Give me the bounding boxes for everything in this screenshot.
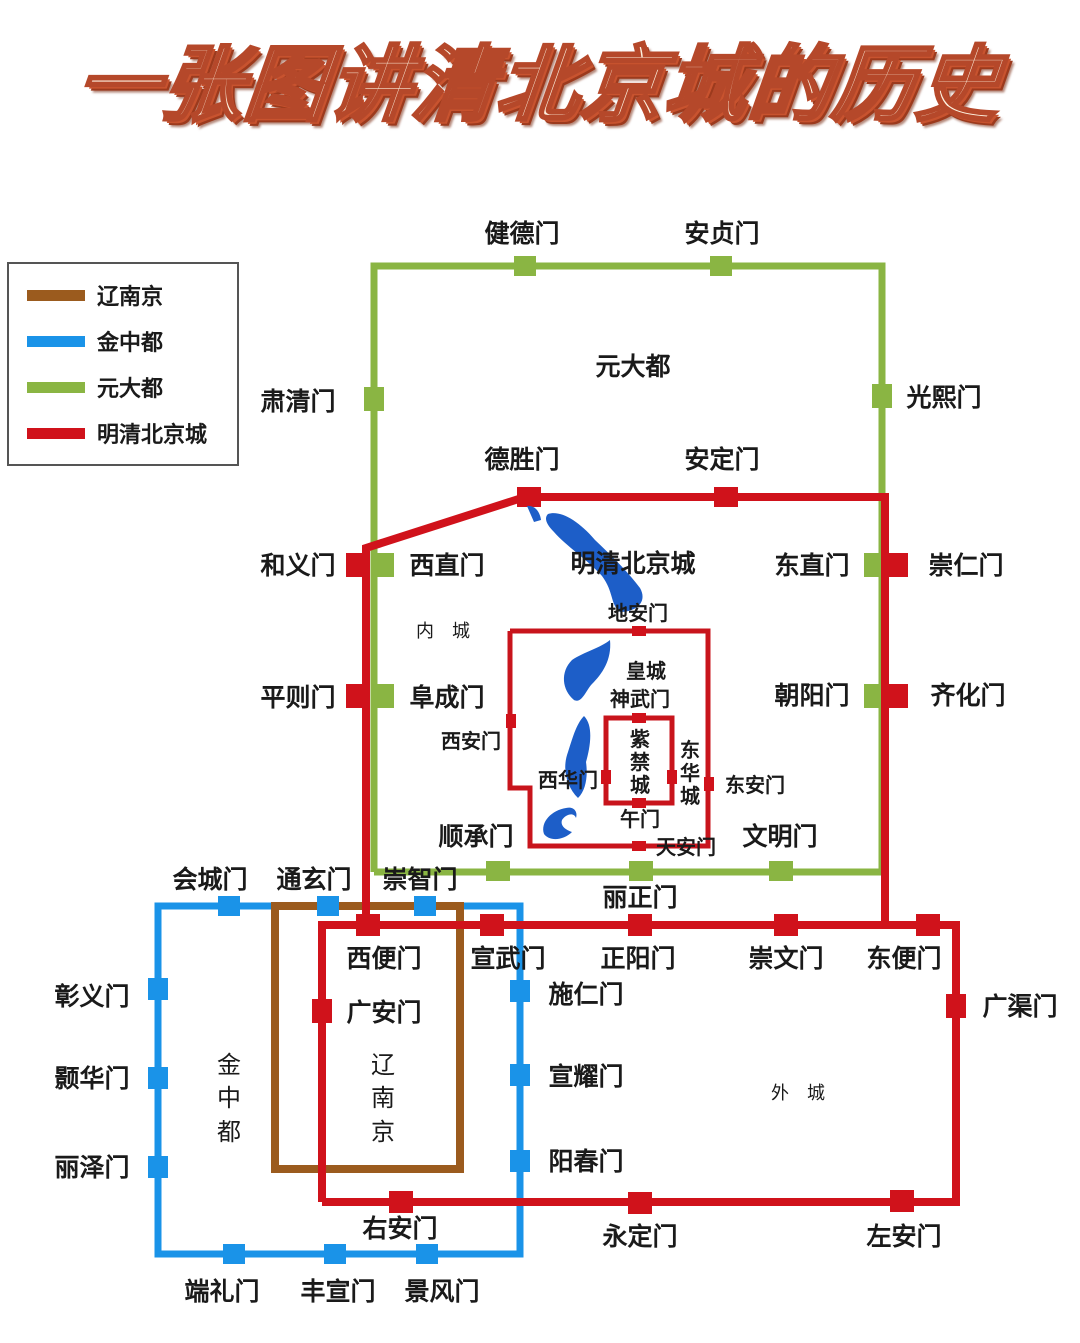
area-label-forbidden-city: 紫 禁 城 [630,727,650,797]
gate-label: 崇文门 [748,944,823,973]
gate-label: 肃清门 [260,387,335,416]
gate-label: 东直门 [774,551,849,580]
gate-label: 东安门 [725,773,785,797]
gate-label: 崇智门 [382,865,457,894]
legend-swatch-mingqing [27,427,85,439]
gate-label: 地安门 [608,601,668,625]
gate-label: 朝阳门 [774,681,849,710]
gate-label: 顺承门 [438,822,513,851]
legend: 辽南京 金中都 元大都 明清北京城 [7,262,239,466]
gate-label: 会城门 [172,865,247,894]
area-label-jin-zhongdu: 金 中 都 [217,1051,241,1146]
gate-label: 正阳门 [600,944,675,973]
legend-swatch-yuan [27,381,85,393]
gate-label: 安贞门 [684,219,759,248]
area-label-inner-city: 内 城 [416,621,470,642]
lakes [527,505,643,840]
gate-label: 丽正门 [602,883,677,912]
svg-text:紫: 紫 [630,727,650,751]
legend-label: 辽南京 [97,285,164,310]
gate-label: 东便门 [866,944,941,973]
gate-label: 西便门 [346,944,421,973]
legend-item-liao: 辽南京 [27,280,163,310]
gate-label: 西安门 [441,729,501,753]
gate-label: 西直门 [409,551,484,580]
svg-text:城: 城 [680,784,700,808]
forbidden-city-wall [601,713,677,808]
area-label-imperial-city: 皇城 [626,659,666,683]
area-label-mingqing-city: 明清北京城 [570,549,695,578]
gate-label: 颢华门 [54,1064,129,1093]
gate-label: 午门 [620,807,660,831]
area-label-liao-nanjing: 辽 南 京 [371,1051,395,1146]
legend-label: 元大都 [97,377,164,402]
svg-text:辽: 辽 [371,1051,395,1079]
svg-text:中: 中 [217,1084,241,1112]
gate-label: 齐化门 [930,681,1005,710]
gate-label: 神武门 [610,687,670,711]
gate-label: 安定门 [684,445,759,474]
gate-label: 天安门 [656,835,716,859]
area-label-outer-city: 外 城 [771,1083,825,1104]
svg-text:华: 华 [680,761,700,785]
gate-label: 永定门 [602,1222,677,1251]
gate-label: 丽泽门 [54,1153,129,1182]
gate-label: 崇仁门 [928,551,1003,580]
svg-text:城: 城 [630,773,650,797]
svg-text:南: 南 [371,1084,395,1112]
legend-label: 金中都 [97,331,164,356]
gate-label: 健德门 [484,219,559,248]
gate-label: 宣耀门 [548,1062,623,1091]
gate-label-forbidden-east: 东 华 城 [680,738,700,808]
gate-label: 彰义门 [54,982,129,1011]
gate-label: 广安门 [346,998,421,1027]
yuan-dadu-wall [364,256,892,881]
gate-label: 右安门 [362,1214,437,1243]
gate-label: 平则门 [260,683,335,712]
gate-label: 丰宣门 [300,1277,375,1306]
legend-swatch-jin [27,335,85,347]
gate-label: 阜成门 [409,683,484,712]
imperial-city-wall [506,626,714,851]
gate-label: 景风门 [404,1277,479,1306]
liao-nanjing-wall [271,896,464,1173]
svg-text:都: 都 [217,1118,241,1146]
gate-label: 端礼门 [184,1277,259,1306]
area-label-yuan-dadu: 元大都 [595,352,670,381]
legend-item-yuan: 元大都 [27,372,163,402]
svg-text:东: 东 [680,738,700,762]
gate-label: 广渠门 [982,992,1057,1021]
svg-text:金: 金 [217,1051,241,1079]
svg-text:禁: 禁 [630,750,650,774]
gate-label: 西华门 [538,768,598,792]
gate-label: 宣武门 [470,944,545,973]
legend-label: 明清北京城 [97,423,208,448]
legend-swatch-liao [27,289,85,301]
gate-label: 文明门 [742,822,817,851]
gate-label: 光熙门 [905,383,981,412]
gate-label: 阳春门 [548,1147,623,1176]
legend-item-jin: 金中都 [27,326,163,356]
mingqing-wall [312,487,966,1214]
gate-label: 施仁门 [548,980,623,1009]
legend-item-mingqing: 明清北京城 [27,418,207,448]
gate-label: 德胜门 [484,445,559,474]
svg-text:京: 京 [371,1118,395,1146]
gate-label: 和义门 [260,551,335,580]
gate-label: 通玄门 [276,865,351,894]
gate-label: 左安门 [866,1222,941,1251]
